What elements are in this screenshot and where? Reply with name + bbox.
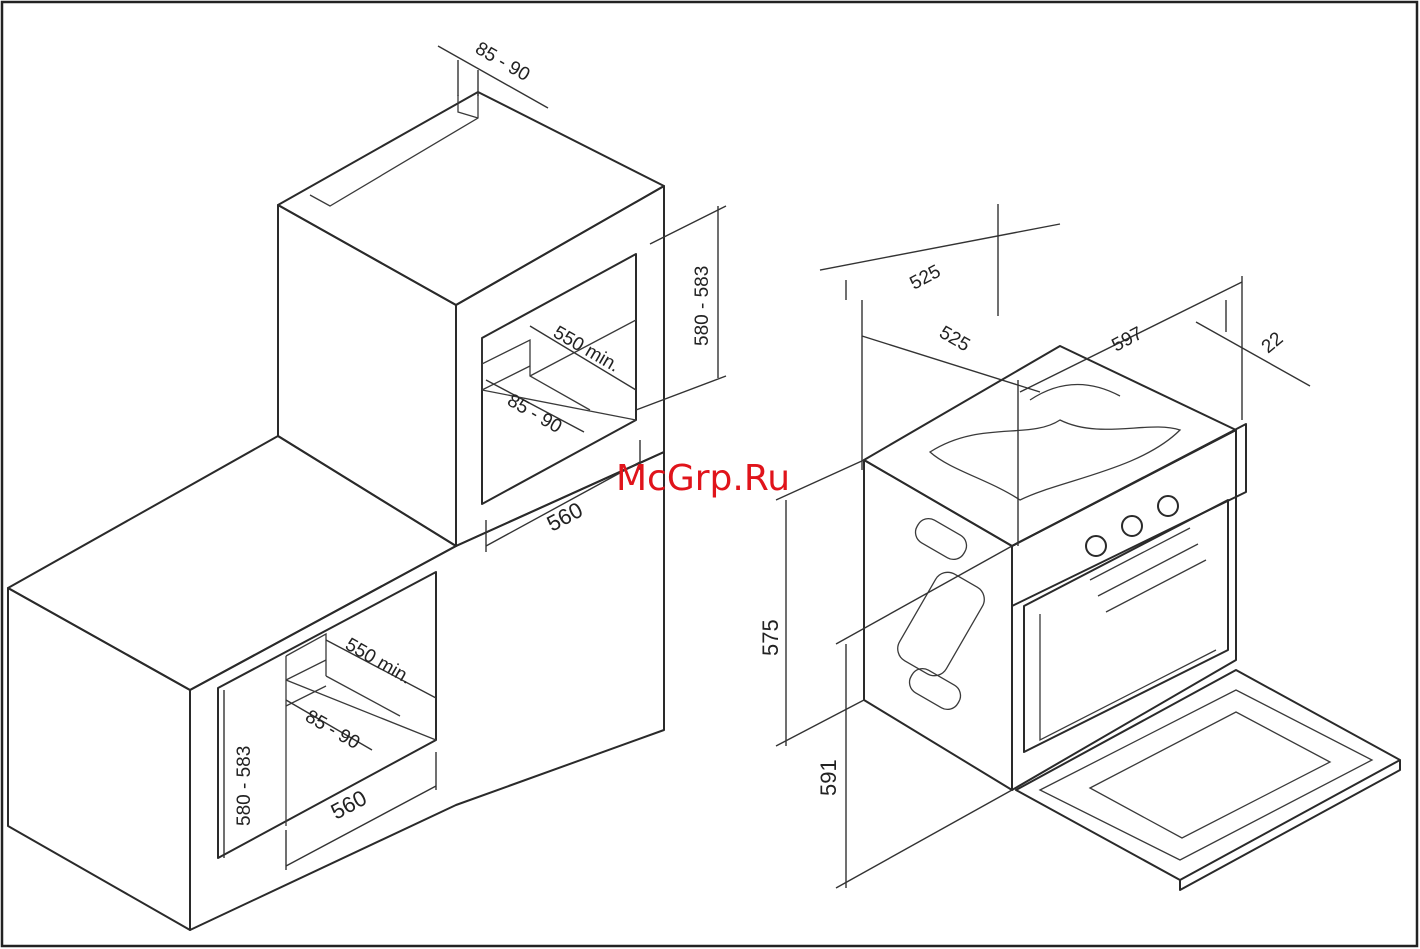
knob-icon — [1122, 516, 1142, 536]
base-niche-depth-label: 550 min. — [342, 634, 416, 689]
oven-front-height-label: 591 — [816, 759, 841, 796]
dimension-labels: 85 - 90 580 - 583 550 min. 85 - 90 560 5… — [234, 38, 1287, 826]
tall-niche-depth-label: 550 min. — [550, 322, 624, 377]
oven-depth-outer-label: 525 — [906, 261, 944, 294]
knob-icon — [1158, 496, 1178, 516]
oven-panel-thickness-label: 22 — [1258, 328, 1288, 358]
base-back-vent-label: 85 - 90 — [302, 706, 364, 754]
oven-depth-body-label: 525 — [936, 322, 974, 356]
base-niche-height-label: 580 - 583 — [234, 746, 255, 826]
oven-drawing — [864, 346, 1400, 890]
base-niche-width-label: 560 — [327, 785, 371, 824]
watermark: McGrp.Ru — [616, 458, 790, 499]
knob-icon — [1086, 536, 1106, 556]
oven-width-label: 597 — [1108, 323, 1146, 356]
oven-body-height-label: 575 — [758, 619, 783, 656]
tall-niche-height-label: 580 - 583 — [692, 266, 713, 346]
tall-back-vent-label: 85 - 90 — [504, 390, 566, 438]
tall-top-vent-label: 85 - 90 — [472, 38, 534, 86]
